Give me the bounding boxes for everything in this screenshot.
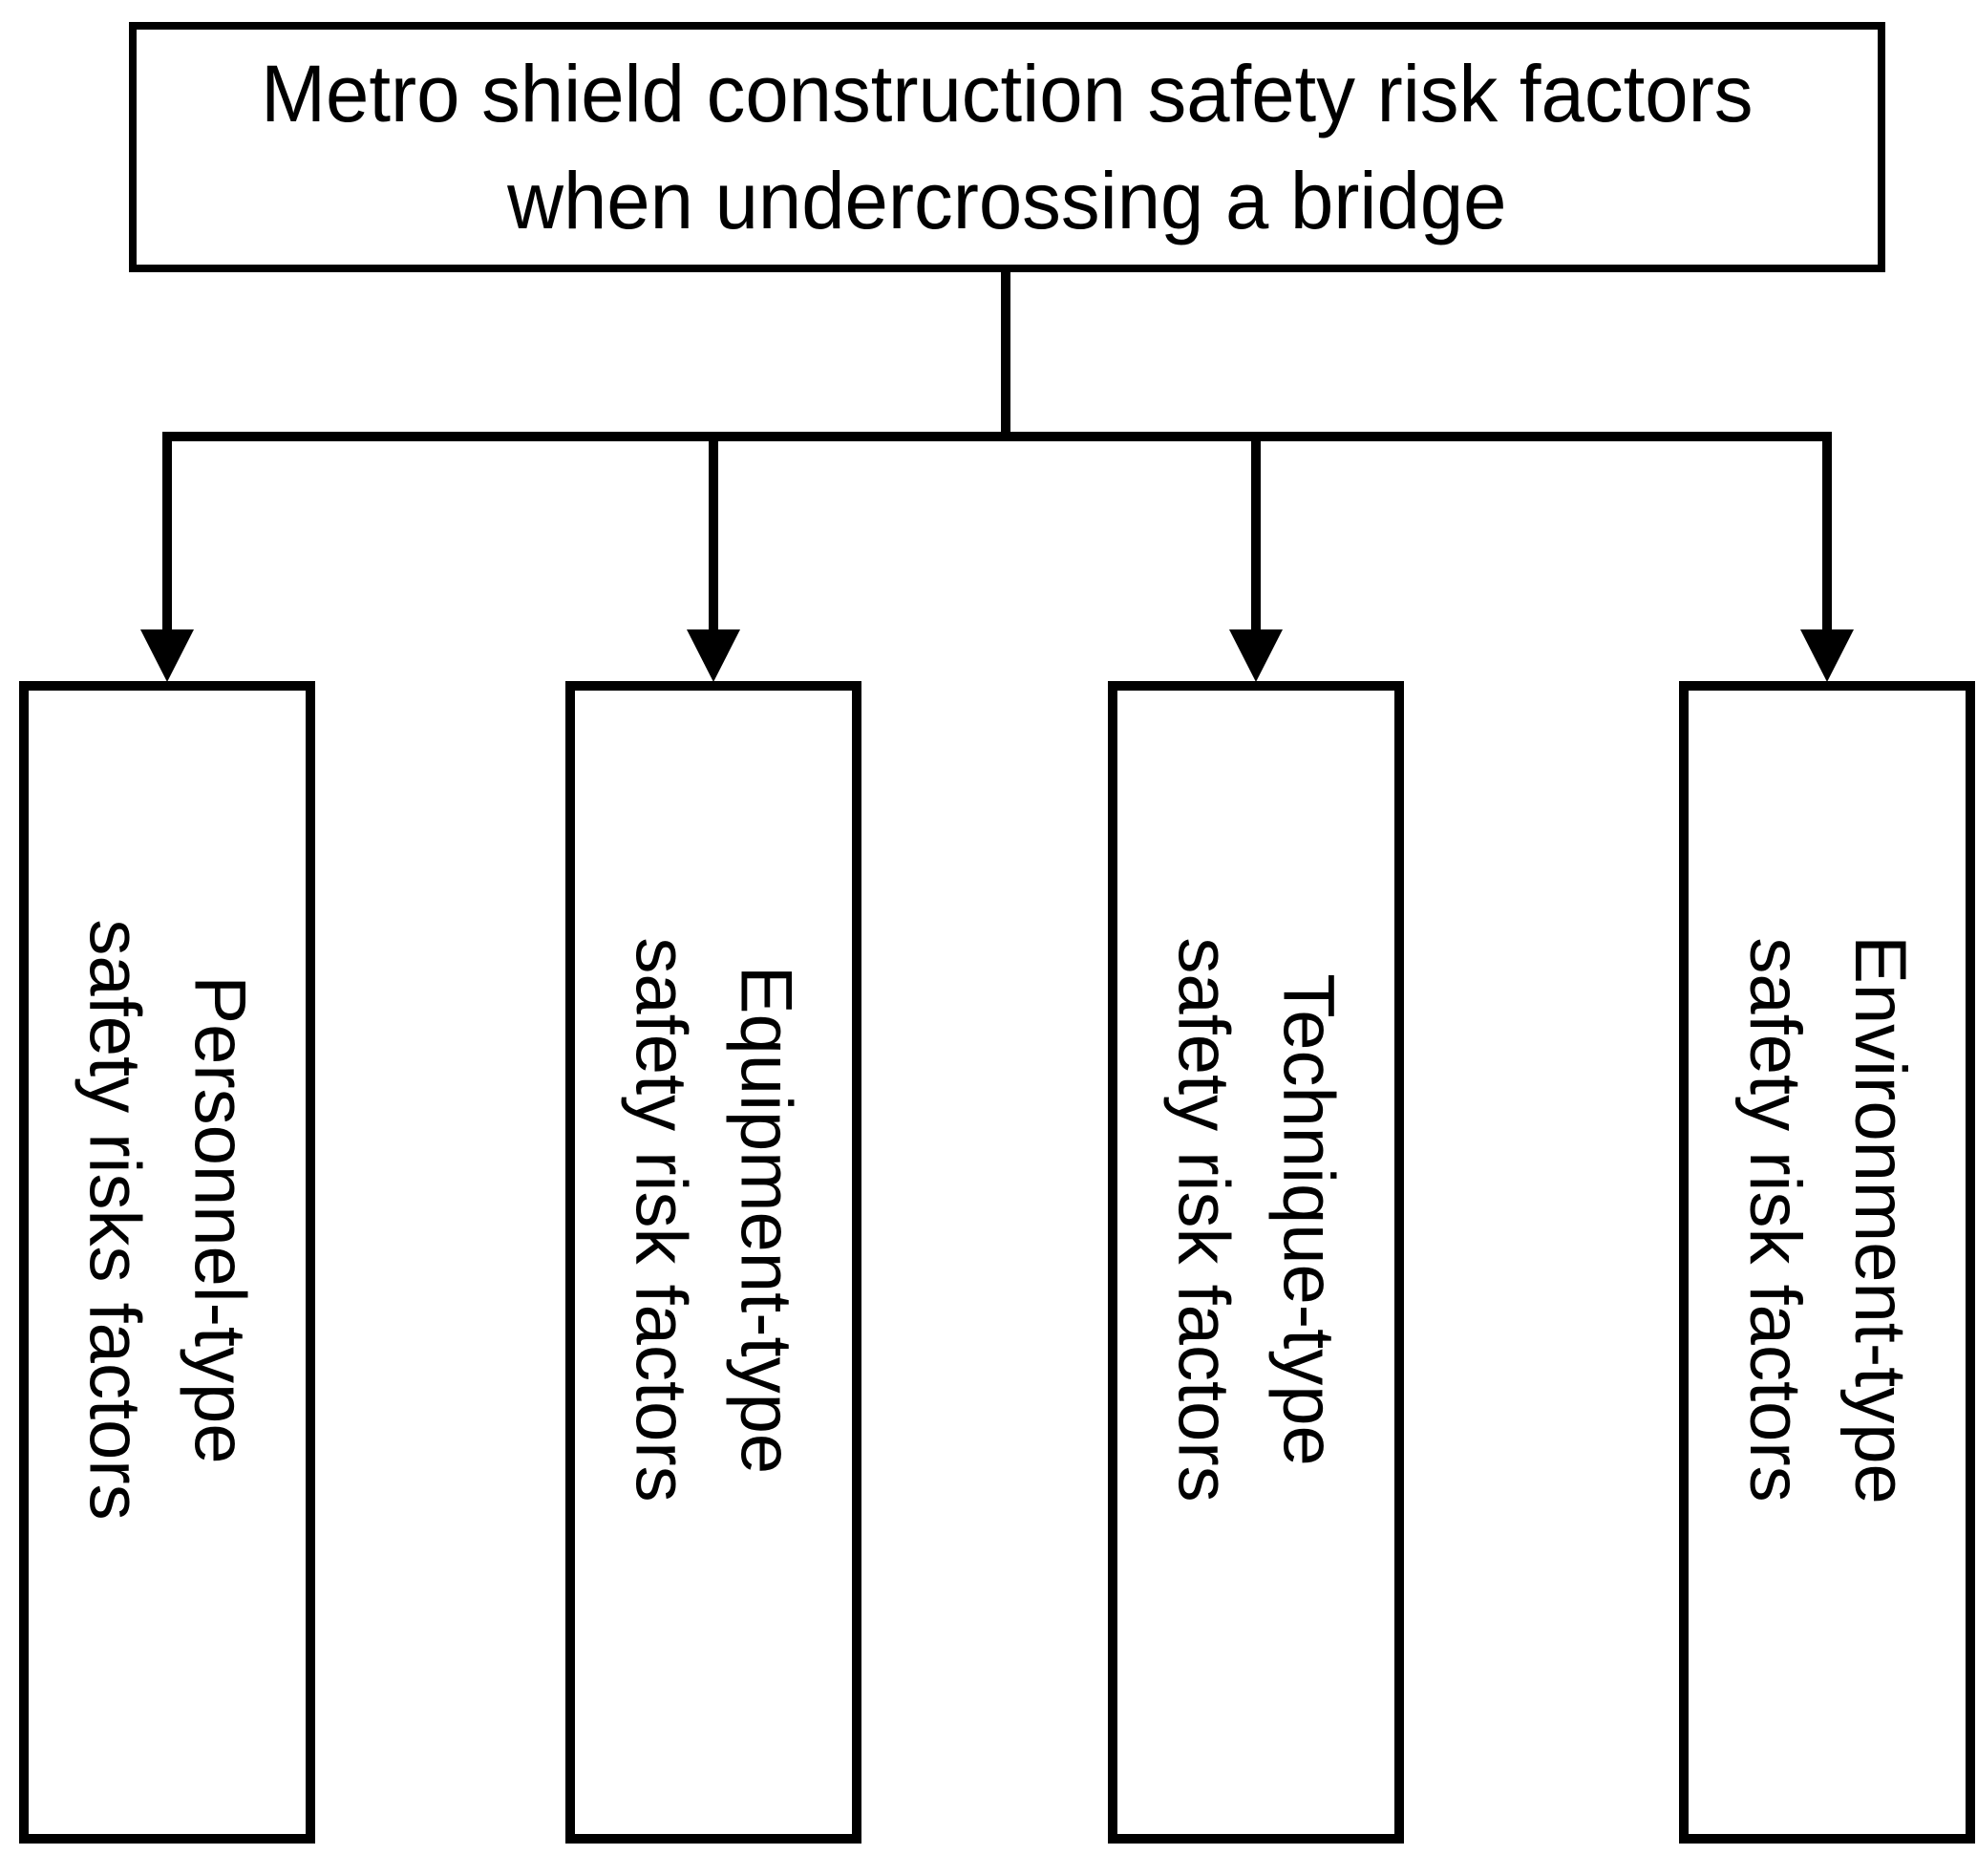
category-box-equipment: Equipment-type safety risk factors	[565, 681, 861, 1844]
connector-drop-line-personnel	[162, 432, 172, 640]
connector-horizontal-bar	[162, 432, 1832, 441]
category-label-technique: Technique-type safety risk factors	[1151, 937, 1361, 1502]
category-label-equipment: Equipment-type safety risk factors	[608, 937, 818, 1502]
connector-drop-line-technique	[1251, 432, 1261, 640]
category-label-line-1: Personnel-type	[180, 974, 262, 1464]
category-label-line-2: safety risk factors	[621, 936, 703, 1503]
title-line-1: Metro shield construction safety risk fa…	[261, 49, 1754, 139]
down-arrowhead-icon-technique	[1229, 629, 1283, 682]
title-text: Metro shield construction safety risk fa…	[261, 40, 1753, 254]
category-box-personnel: Personnel-type safety risks factors	[19, 681, 315, 1844]
connector-drop-line-environment	[1822, 432, 1832, 640]
title-box: Metro shield construction safety risk fa…	[129, 22, 1885, 272]
connector-drop-line-equipment	[709, 432, 718, 640]
category-label-line-1: Equipment-type	[726, 965, 808, 1474]
down-arrowhead-icon-environment	[1800, 629, 1854, 682]
category-label-personnel: Personnel-type safety risks factors	[62, 919, 272, 1520]
connector-stem	[1001, 272, 1010, 441]
down-arrowhead-icon-equipment	[687, 629, 740, 682]
title-line-2: when undercrossing a bridge	[507, 156, 1507, 245]
category-box-environment: Environment-type safety risk factors	[1679, 681, 1975, 1844]
category-label-line-1: Technique-type	[1268, 972, 1350, 1466]
category-label-line-2: safety risk factors	[1734, 936, 1817, 1503]
category-label-line-1: Environment-type	[1839, 934, 1922, 1504]
category-label-line-2: safety risks factors	[74, 918, 157, 1521]
category-box-technique: Technique-type safety risk factors	[1108, 681, 1404, 1844]
category-label-environment: Environment-type safety risk factors	[1722, 935, 1932, 1504]
category-label-line-2: safety risk factors	[1163, 936, 1245, 1503]
down-arrowhead-icon-personnel	[140, 629, 194, 682]
